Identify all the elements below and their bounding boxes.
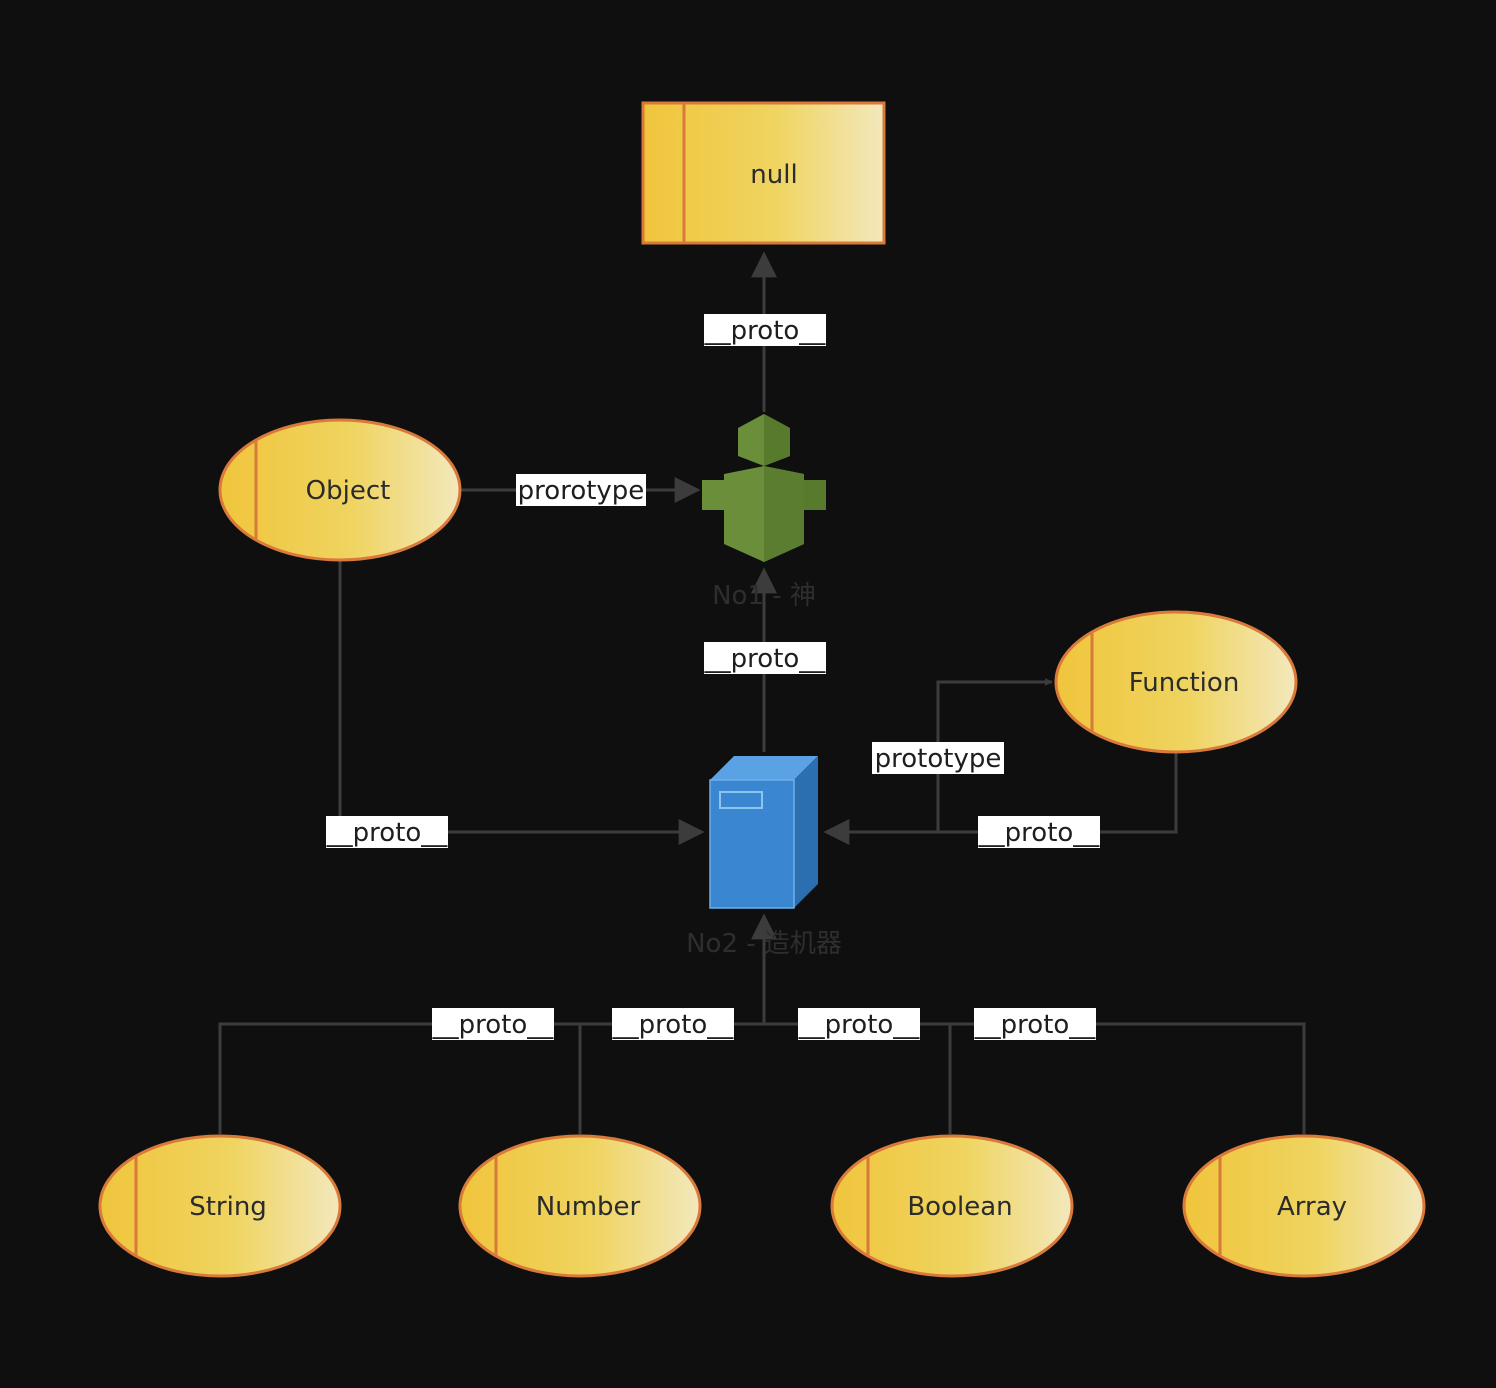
node-null-label: null <box>750 160 797 190</box>
svg-text:__proto__: __proto__ <box>704 316 827 346</box>
edge-label-string-to-server: __proto__ <box>432 1008 555 1040</box>
svg-text:__proto__: __proto__ <box>432 1010 555 1040</box>
edge-array-to-server <box>764 1022 1306 1134</box>
edge-label-robot-to-null: __proto__ <box>704 314 827 346</box>
server-icon <box>709 756 818 909</box>
svg-text:prototype: prototype <box>875 744 1002 774</box>
edge-object-to-server <box>338 560 705 845</box>
svg-text:__proto__: __proto__ <box>798 1010 921 1040</box>
server-caption: No2 - 造机器 <box>686 929 842 959</box>
node-object-label: Object <box>306 476 391 506</box>
edge-label-server-to-robot: __proto__ <box>704 642 827 674</box>
edge-label-object-to-server: __proto__ <box>326 816 449 848</box>
svg-text:__proto__: __proto__ <box>974 1010 1097 1040</box>
edge-function-to-server <box>823 752 1178 845</box>
svg-text:__proto__: __proto__ <box>978 818 1101 848</box>
node-function[interactable]: Function <box>1054 610 1298 754</box>
edge-label-object-to-robot: prorotype <box>516 474 646 506</box>
svg-text:__proto__: __proto__ <box>612 1010 735 1040</box>
edges <box>218 251 1306 1134</box>
edge-server-to-function <box>936 678 1053 832</box>
node-string-label: String <box>189 1192 267 1222</box>
node-boolean-label: Boolean <box>907 1192 1012 1222</box>
svg-text:prorotype: prorotype <box>518 476 645 506</box>
node-function-label: Function <box>1129 668 1240 698</box>
edge-label-number-to-server: __proto__ <box>612 1008 735 1040</box>
node-null[interactable]: null <box>641 101 886 245</box>
edge-label-array-to-server: __proto__ <box>974 1008 1097 1040</box>
svg-text:__proto__: __proto__ <box>326 818 449 848</box>
node-array-label: Array <box>1277 1192 1347 1222</box>
robot-caption: No1 - 神 <box>712 581 816 611</box>
node-string[interactable]: String <box>98 1134 342 1278</box>
node-boolean[interactable]: Boolean <box>830 1134 1074 1278</box>
node-number-label: Number <box>536 1192 641 1222</box>
node-number[interactable]: Number <box>458 1134 702 1278</box>
node-object[interactable]: Object <box>218 418 462 562</box>
svg-text:__proto__: __proto__ <box>704 644 827 674</box>
robot-icon <box>702 414 826 562</box>
edge-label-function-to-server: __proto__ <box>978 816 1101 848</box>
node-array[interactable]: Array <box>1182 1134 1426 1278</box>
edge-label-boolean-to-server: __proto__ <box>798 1008 921 1040</box>
edge-label-server-to-function: prototype <box>872 742 1004 774</box>
edge-string-to-server <box>218 1022 764 1134</box>
